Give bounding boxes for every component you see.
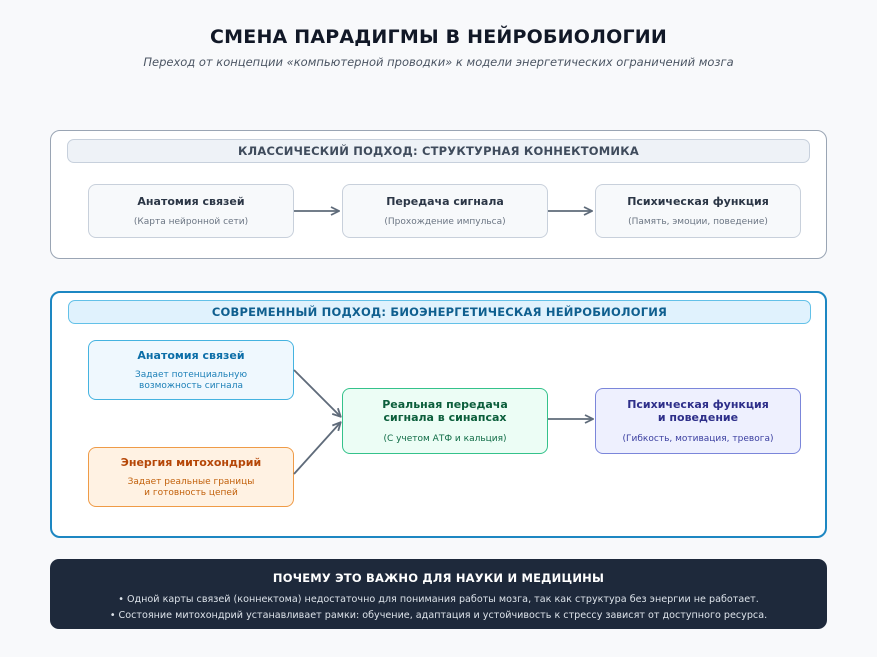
modern-function-title-line-1: Психическая функция [627,397,769,411]
mitochondria-energy-subtitle-line-2: и готовность цепей [144,487,238,498]
footer-point-2: • Состояние митохондрий устанавливает ра… [109,610,768,621]
classic-function-subtitle: (Память, эмоции, поведение) [628,216,768,227]
page-title: СМЕНА ПАРАДИГМЫ В НЕЙРОБИОЛОГИИ [210,26,667,48]
footer-point-1: • Одной карты связей (коннектома) недост… [118,594,759,605]
classic-transmission-subtitle: (Прохождение импульса) [384,216,506,227]
modern-function-title-line-2: и поведение [657,410,739,424]
mitochondria-energy-subtitle-line-1: Задает реальные границы [127,476,255,487]
mitochondria-energy-node: Энергия митохондрий Задает реальные гран… [88,447,294,507]
synaptic-transmission-title: Реальная передача сигнала в синапсах [382,398,508,424]
mitochondria-energy-subtitle: Задает реальные границы и готовность цеп… [128,477,255,499]
modern-anatomy-subtitle-line-1: Задает потенциальную [134,369,248,380]
classic-function-node: Психическая функция (Память, эмоции, пов… [595,184,801,238]
classic-transmission-node: Передача сигнала (Прохождение импульса) [342,184,548,238]
modern-anatomy-title: Анатомия связей [137,348,245,362]
modern-anatomy-node: Анатомия связей Задает потенциальную воз… [88,340,294,400]
importance-footer: ПОЧЕМУ ЭТО ВАЖНО ДЛЯ НАУКИ И МЕДИЦИНЫ • … [50,559,827,629]
synaptic-transmission-title-line-1: Реальная передача [382,397,508,411]
classic-anatomy-subtitle: (Карта нейронной сети) [133,216,249,227]
classic-approach-heading: КЛАССИЧЕСКИЙ ПОДХОД: СТРУКТУРНАЯ КОННЕКТ… [67,139,810,163]
synaptic-transmission-node: Реальная передача сигнала в синапсах (С … [342,388,548,454]
classic-anatomy-title: Анатомия связей [137,194,245,208]
classic-function-title: Психическая функция [627,194,769,208]
mitochondria-energy-title: Энергия митохондрий [120,455,262,469]
classic-transmission-title: Передача сигнала [386,194,504,208]
classic-approach-panel: КЛАССИЧЕСКИЙ ПОДХОД: СТРУКТУРНАЯ КОННЕКТ… [50,130,827,259]
footer-title: ПОЧЕМУ ЭТО ВАЖНО ДЛЯ НАУКИ И МЕДИЦИНЫ [272,571,605,585]
modern-function-title: Психическая функция и поведение [627,398,769,424]
classic-anatomy-node: Анатомия связей (Карта нейронной сети) [88,184,294,238]
modern-anatomy-subtitle-line-2: возможность сигнала [139,380,243,391]
modern-function-node: Психическая функция и поведение (Гибкост… [595,388,801,454]
modern-function-subtitle: (Гибкость, мотивация, тревога) [622,433,774,444]
modern-approach-heading: СОВРЕМЕННЫЙ ПОДХОД: БИОЭНЕРГЕТИЧЕСКАЯ НЕ… [68,300,811,324]
synaptic-transmission-title-line-2: сигнала в синапсах [383,410,507,424]
modern-anatomy-subtitle: Задает потенциальную возможность сигнала [135,370,247,392]
synaptic-transmission-subtitle: (С учетом АТФ и кальция) [383,433,507,444]
modern-approach-panel: СОВРЕМЕННЫЙ ПОДХОД: БИОЭНЕРГЕТИЧЕСКАЯ НЕ… [50,291,827,538]
page-subtitle: Переход от концепции «компьютерной прово… [143,55,734,69]
